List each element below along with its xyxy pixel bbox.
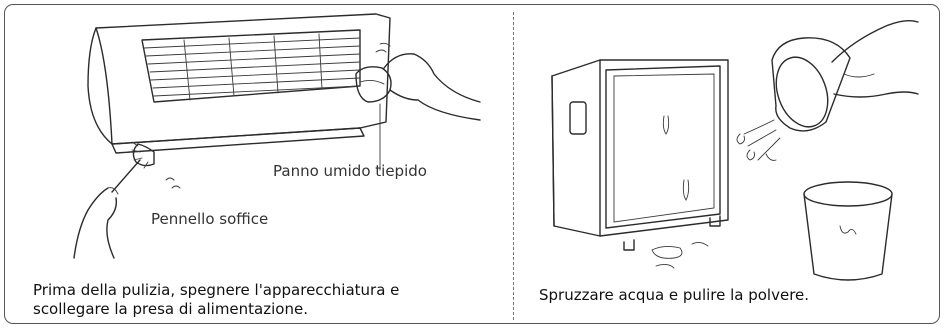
caption-line-2: scollegare la presa di alimentazione. bbox=[33, 300, 308, 318]
water-bucket bbox=[803, 181, 893, 281]
outdoor-unit-panel: Spruzzare acqua e pulire la polvere. bbox=[514, 4, 940, 324]
instruction-frame bbox=[4, 4, 940, 324]
caption-spray-water: Spruzzare acqua e pulire la polvere. bbox=[539, 286, 810, 304]
indoor-unit-cleaning-illustration bbox=[73, 13, 481, 259]
indoor-unit-bottom-edge bbox=[111, 127, 365, 154]
outdoor-unit bbox=[551, 59, 729, 251]
hand-with-cloth bbox=[355, 42, 481, 121]
outdoor-unit-cleaning-illustration bbox=[551, 19, 919, 281]
indoor-unit-panel: Panno umido tiepido Pennello soffice Pri… bbox=[4, 4, 513, 324]
pouring-bucket bbox=[771, 19, 919, 132]
water-splash bbox=[736, 119, 781, 161]
panel-divider bbox=[513, 12, 514, 320]
water-puddle bbox=[651, 245, 683, 259]
indoor-unit-grille bbox=[141, 29, 361, 103]
indoor-unit-left-cap bbox=[95, 27, 113, 145]
label-soft-brush: Pennello soffice bbox=[151, 210, 269, 228]
caption-line-1: Prima della pulizia, spegnere l'apparecc… bbox=[33, 281, 400, 299]
hand-with-brush bbox=[73, 141, 181, 259]
label-warm-damp-cloth: Panno umido tiepido bbox=[273, 162, 427, 180]
